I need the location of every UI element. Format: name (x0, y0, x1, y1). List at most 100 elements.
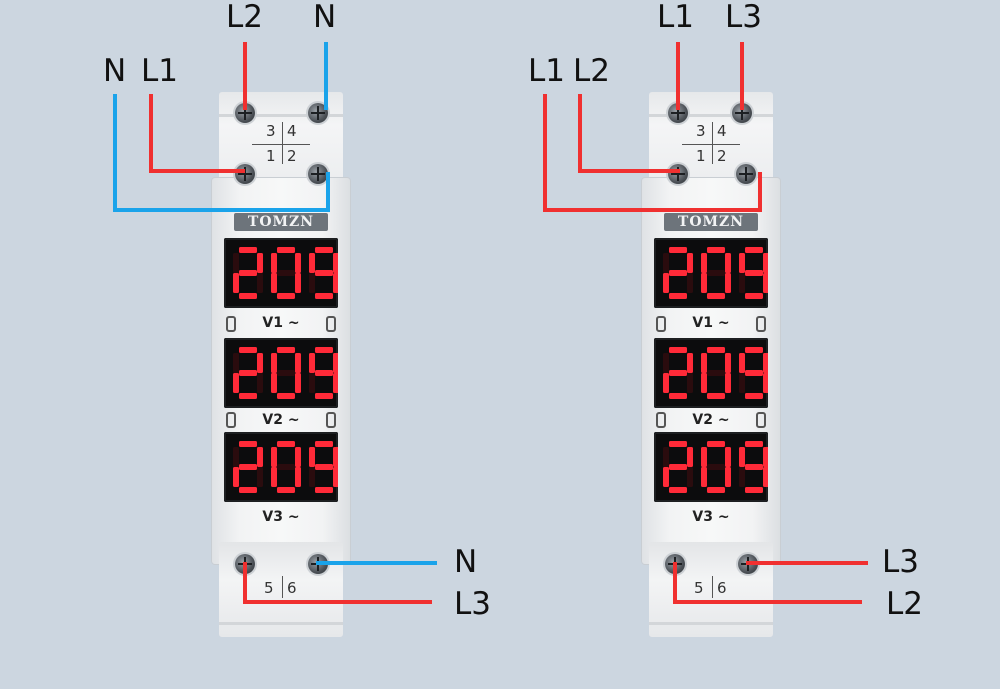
segment-c-digit-2 (295, 273, 301, 293)
terminal-6-screw-icon (738, 554, 758, 574)
terminal-label-6: 6 (287, 579, 297, 597)
segment-e-digit-1 (663, 273, 669, 293)
segment-e-digit-3 (739, 467, 745, 487)
segment-e-digit-3 (739, 373, 745, 393)
segment-f-digit-1 (233, 253, 239, 273)
terminal-label-4: 4 (287, 122, 297, 140)
segment-a-digit-2 (707, 441, 725, 447)
segment-e-digit-1 (233, 467, 239, 487)
segment-d-digit-2 (707, 487, 725, 493)
wire-label-n-top: N (313, 0, 337, 35)
segment-c-digit-1 (687, 273, 693, 293)
segment-c-digit-2 (725, 273, 731, 293)
segment-e-digit-2 (271, 373, 277, 393)
terminal-6-screw-icon (308, 554, 328, 574)
segment-c-digit-3 (333, 467, 338, 487)
bracket-icon (326, 412, 336, 428)
terminal-5-screw-icon (665, 554, 685, 574)
segment-e-digit-1 (663, 467, 669, 487)
segment-d-digit-3 (315, 393, 333, 399)
segment-g-digit-2 (707, 370, 725, 376)
segment-e-digit-3 (739, 273, 745, 293)
display-v1 (224, 238, 338, 308)
segment-c-digit-2 (725, 467, 731, 487)
segment-d-digit-3 (745, 393, 763, 399)
segment-f-digit-2 (701, 253, 707, 273)
segment-f-digit-1 (233, 447, 239, 467)
segment-f-digit-1 (663, 447, 669, 467)
segment-a-digit-1 (669, 441, 687, 447)
terminal-2-screw-icon (736, 164, 756, 184)
bracket-icon (756, 316, 766, 332)
segment-c-digit-1 (257, 273, 263, 293)
segment-g-digit-1 (239, 464, 257, 470)
segment-a-digit-1 (239, 247, 257, 253)
segment-e-digit-3 (309, 467, 315, 487)
wire-label-l3-bottom: L3 (454, 586, 491, 622)
segment-g-digit-1 (669, 370, 687, 376)
segment-a-digit-3 (745, 247, 763, 253)
segment-g-digit-2 (707, 464, 725, 470)
segment-g-digit-2 (277, 464, 295, 470)
segment-b-digit-2 (725, 447, 731, 467)
segment-d-digit-1 (669, 293, 687, 299)
terminal-label-2: 2 (717, 147, 727, 165)
segment-b-digit-3 (333, 253, 338, 273)
segment-d-digit-2 (277, 393, 295, 399)
channel-label-v1: V1 ~ (262, 315, 300, 331)
brand-logo: TOMZN (664, 213, 758, 231)
segment-b-digit-2 (295, 253, 301, 273)
terminal-label-3: 3 (696, 122, 706, 140)
channel-label-v3: V3 ~ (692, 509, 730, 525)
segment-c-digit-3 (763, 273, 768, 293)
segment-g-digit-3 (745, 270, 763, 276)
segment-b-digit-2 (725, 353, 731, 373)
terminal-5-screw-icon (235, 554, 255, 574)
brand-logo: TOMZN (234, 213, 328, 231)
terminal-label-4: 4 (717, 122, 727, 140)
wire-label-l2-side: L2 (573, 53, 610, 89)
terminal-4-screw-icon (732, 103, 752, 123)
segment-b-digit-1 (257, 353, 263, 373)
segment-f-digit-2 (701, 353, 707, 373)
seven-segment-reading-v3 (663, 441, 768, 493)
terminal-2-screw-icon (308, 164, 328, 184)
voltmeter-module-right: 3 4 1 2 TOMZN V1 ~ V2 ~ V3 ~ 5 6 (642, 92, 780, 637)
segment-b-digit-3 (763, 447, 768, 467)
segment-a-digit-3 (315, 247, 333, 253)
seven-segment-reading-v1 (233, 247, 338, 299)
segment-g-digit-2 (277, 370, 295, 376)
segment-g-digit-2 (277, 270, 295, 276)
segment-f-digit-2 (701, 447, 707, 467)
segment-e-digit-2 (701, 467, 707, 487)
segment-b-digit-3 (333, 447, 338, 467)
terminal-label-2: 2 (287, 147, 297, 165)
wire-label-l1-side: L1 (141, 53, 178, 89)
segment-c-digit-1 (687, 467, 693, 487)
segment-a-digit-2 (707, 347, 725, 353)
segment-d-digit-1 (239, 487, 257, 493)
bracket-icon (656, 316, 666, 332)
bracket-icon (226, 412, 236, 428)
display-v1 (654, 238, 768, 308)
segment-b-digit-2 (295, 447, 301, 467)
display-v3 (654, 432, 768, 502)
segment-f-digit-3 (739, 253, 745, 273)
segment-b-digit-1 (687, 253, 693, 273)
display-v2 (654, 338, 768, 408)
bracket-icon (326, 316, 336, 332)
segment-a-digit-2 (277, 347, 295, 353)
segment-d-digit-1 (669, 487, 687, 493)
segment-c-digit-2 (295, 467, 301, 487)
segment-b-digit-1 (257, 447, 263, 467)
segment-g-digit-3 (315, 464, 333, 470)
segment-e-digit-2 (271, 273, 277, 293)
segment-b-digit-1 (687, 447, 693, 467)
segment-a-digit-2 (277, 247, 295, 253)
segment-d-digit-2 (707, 393, 725, 399)
segment-d-digit-3 (745, 487, 763, 493)
segment-g-digit-3 (745, 370, 763, 376)
segment-f-digit-3 (309, 353, 315, 373)
